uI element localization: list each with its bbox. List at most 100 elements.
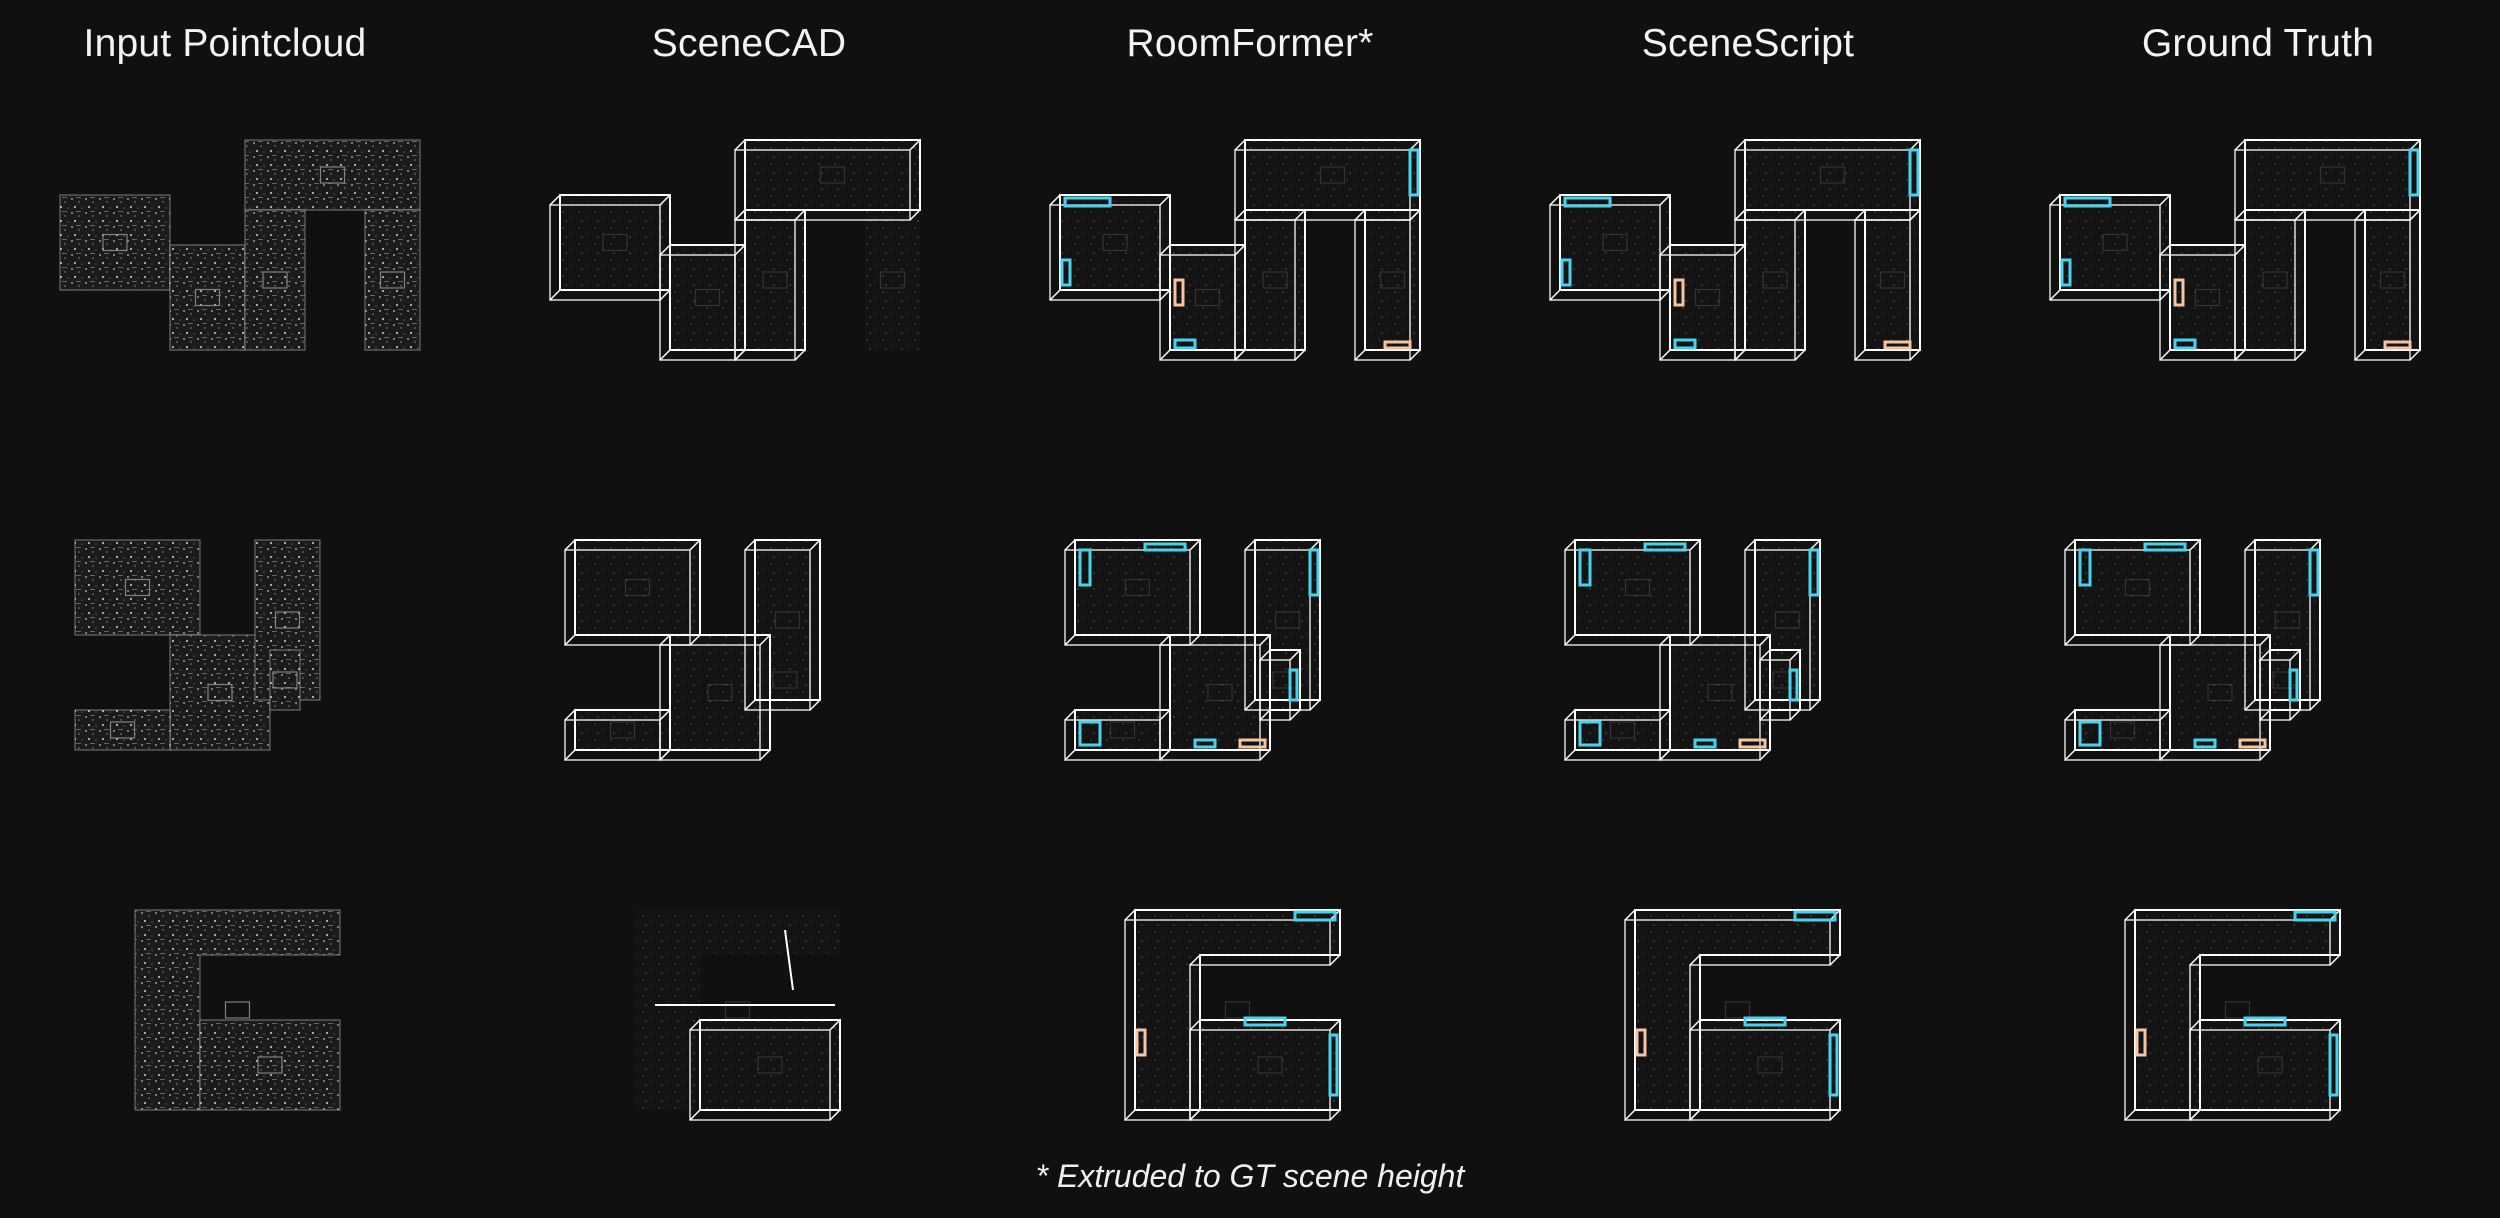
cell-gt-scene-1 xyxy=(2049,139,2421,361)
window-marker xyxy=(1078,548,1092,587)
window-marker xyxy=(2193,738,2217,749)
pointcloud-layer xyxy=(2060,140,2420,350)
window-marker xyxy=(1078,720,1102,747)
column-title-input-pointcloud: Input Pointcloud xyxy=(83,22,367,65)
cell-scenecad-scene-3 xyxy=(635,910,841,1121)
pointcloud-layer xyxy=(74,539,321,751)
window-marker xyxy=(1673,338,1697,350)
window-marker xyxy=(1693,738,1717,749)
window-marker xyxy=(2078,720,2102,747)
room-wireframes xyxy=(655,929,841,1121)
room-wireframes xyxy=(1064,539,1321,761)
room-wireframes xyxy=(1124,909,1341,1121)
pointcloud-layer xyxy=(560,140,920,350)
pointcloud-layer xyxy=(1060,140,1420,350)
door-marker xyxy=(2383,340,2412,350)
window-marker xyxy=(2173,338,2197,350)
door-marker xyxy=(1738,738,1767,749)
window-marker xyxy=(2243,1016,2287,1027)
room-wireframes xyxy=(1564,539,1821,761)
window-marker xyxy=(1643,542,1687,552)
door-marker xyxy=(2173,278,2185,307)
cell-input-scene-2 xyxy=(74,539,321,751)
openings xyxy=(1060,148,1420,350)
pointcloud-layer xyxy=(59,139,421,351)
door-marker xyxy=(1635,1028,1647,1057)
window-marker xyxy=(2288,668,2299,702)
window-marker xyxy=(1143,542,1187,552)
cell-roomformer-scene-3 xyxy=(1124,909,1341,1121)
window-marker xyxy=(2308,548,2320,597)
window-marker xyxy=(1060,258,1072,287)
cell-scenescript-scene-3 xyxy=(1624,909,1841,1121)
cell-roomformer-scene-1 xyxy=(1049,139,1421,361)
cell-scenescript-scene-2 xyxy=(1564,539,1821,761)
room-wireframes xyxy=(2049,139,2421,361)
door-marker xyxy=(2238,738,2267,749)
cell-scenecad-scene-2 xyxy=(564,539,821,761)
pointcloud-layer xyxy=(1635,910,1840,1110)
openings xyxy=(1578,542,1820,749)
window-marker xyxy=(1808,548,1820,597)
door-marker xyxy=(1238,738,1267,749)
column-title-ground-truth: Ground Truth xyxy=(2141,22,2375,65)
door-marker xyxy=(2135,1028,2147,1057)
window-marker xyxy=(2063,196,2112,208)
window-marker xyxy=(1788,668,1799,702)
cell-gt-scene-3 xyxy=(2124,909,2341,1121)
cell-roomformer-scene-2 xyxy=(1064,539,1321,761)
openings xyxy=(1135,910,1339,1097)
window-marker xyxy=(1563,196,1612,208)
door-marker xyxy=(1673,278,1685,307)
room-wireframes xyxy=(549,139,921,361)
door-marker xyxy=(1135,1028,1147,1057)
window-marker xyxy=(2143,542,2187,552)
openings xyxy=(2060,148,2420,350)
column-title-scenescript: SceneScript xyxy=(1641,22,1855,65)
window-marker xyxy=(1578,720,1602,747)
cell-input-scene-1 xyxy=(59,139,421,351)
window-marker xyxy=(1408,148,1420,197)
openings xyxy=(1078,542,1320,749)
window-marker xyxy=(1288,668,1299,702)
openings xyxy=(1560,148,1920,350)
room-wireframes xyxy=(1549,139,1921,361)
window-marker xyxy=(1193,738,1217,749)
cell-gt-scene-2 xyxy=(2064,539,2321,761)
window-marker xyxy=(1908,148,1920,197)
window-marker xyxy=(1828,1033,1839,1097)
window-marker xyxy=(2293,910,2337,922)
cell-scenescript-scene-1 xyxy=(1549,139,1921,361)
window-marker xyxy=(1063,196,1112,208)
openings xyxy=(1635,910,1839,1097)
window-marker xyxy=(1793,910,1837,922)
column-title-roomformer: RoomFormer* xyxy=(1126,22,1374,65)
window-marker xyxy=(2060,258,2072,287)
window-marker xyxy=(2408,148,2420,197)
room-wireframes xyxy=(2064,539,2321,761)
window-marker xyxy=(1243,1016,1287,1027)
door-marker xyxy=(1883,340,1912,350)
door-marker xyxy=(1173,278,1185,307)
openings xyxy=(2078,542,2320,749)
window-marker xyxy=(1308,548,1320,597)
window-marker xyxy=(1578,548,1592,587)
window-marker xyxy=(1293,910,1337,922)
window-marker xyxy=(2328,1033,2339,1097)
column-title-scenecad: SceneCAD xyxy=(651,22,847,65)
pointcloud-layer xyxy=(134,909,341,1111)
door-marker xyxy=(1383,340,1412,350)
pointcloud-layer xyxy=(1135,910,1340,1110)
window-marker xyxy=(1743,1016,1787,1027)
pointcloud-layer xyxy=(1560,140,1920,350)
openings xyxy=(2135,910,2339,1097)
window-marker xyxy=(1328,1033,1339,1097)
pointcloud-layer xyxy=(2135,910,2340,1110)
room-wireframes xyxy=(1049,139,1421,361)
window-marker xyxy=(1560,258,1572,287)
footnote: * Extruded to GT scene height xyxy=(1035,1158,1465,1194)
cell-scenecad-scene-1 xyxy=(549,139,921,361)
room-wireframes xyxy=(564,539,821,761)
cell-input-scene-3 xyxy=(134,909,341,1111)
